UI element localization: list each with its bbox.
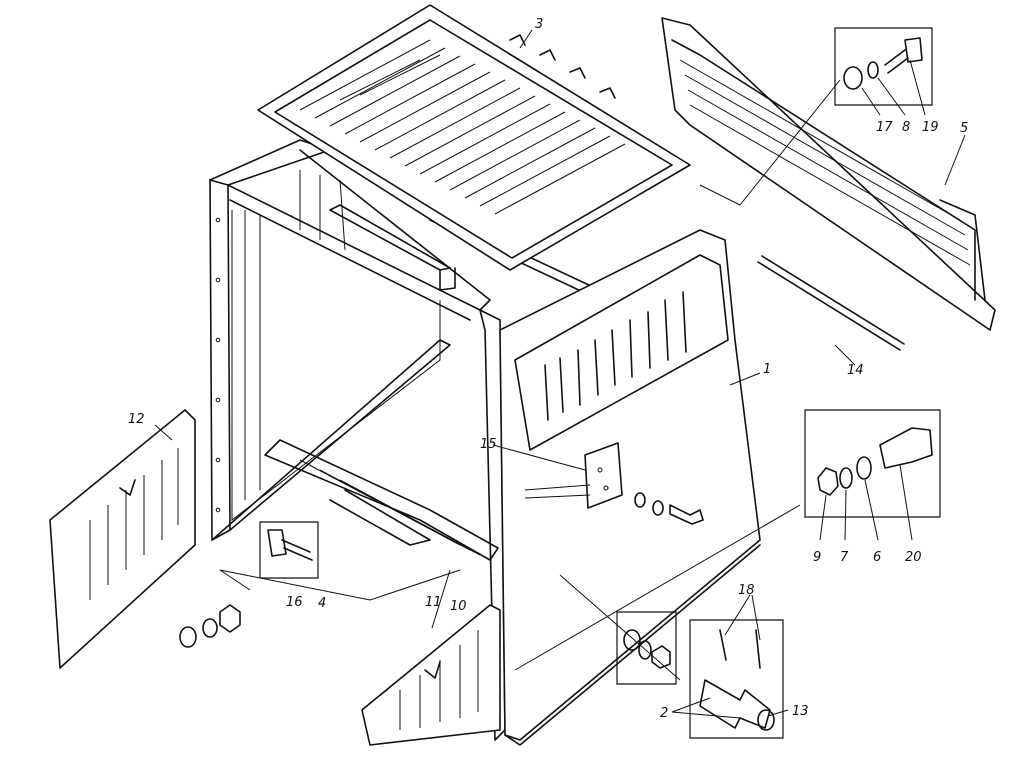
label-5: 5: [960, 121, 968, 136]
hardware-box-9-7-6-20: [804, 409, 941, 518]
side-panel-1: [499, 229, 761, 746]
hardware-box-17-8-19: [834, 27, 933, 106]
panel-11: [361, 604, 501, 746]
rear-panel-5: [661, 17, 996, 331]
leader-lines: [154, 29, 966, 719]
label-4: 4: [318, 596, 326, 611]
label-3: 3: [535, 17, 543, 32]
fasteners-mid: [634, 492, 704, 525]
label-1: 1: [763, 362, 771, 377]
label-19: 19: [922, 120, 939, 135]
label-20: 20: [905, 550, 922, 565]
label-14: 14: [847, 363, 864, 378]
bracket-4: [264, 439, 499, 561]
hardware-box-16: [259, 521, 319, 579]
roof-panel-3: [257, 4, 691, 271]
hardware-box-pins: [689, 619, 784, 739]
label-10: 10: [450, 599, 467, 614]
label-2: 2: [660, 706, 668, 721]
label-11: 11: [425, 595, 442, 610]
hardware-box-mid: [616, 611, 677, 685]
label-6: 6: [873, 550, 881, 565]
nut-washer-lower-left: [179, 604, 241, 648]
label-16: 16: [286, 595, 303, 610]
label-17: 17: [876, 120, 893, 135]
callout-labels: 1 2 3 4 5 6 7 8 9 10 11 12 13 14 15 16 1…: [128, 17, 968, 721]
label-18: 18: [738, 583, 755, 598]
plate-15: [584, 442, 623, 509]
rod-14: [757, 255, 905, 351]
panel-12: [49, 409, 196, 669]
label-9: 9: [813, 550, 821, 565]
label-8: 8: [902, 120, 910, 135]
label-15: 15: [480, 437, 497, 452]
label-13: 13: [792, 704, 809, 719]
label-12: 12: [128, 412, 145, 427]
label-7: 7: [840, 550, 849, 565]
